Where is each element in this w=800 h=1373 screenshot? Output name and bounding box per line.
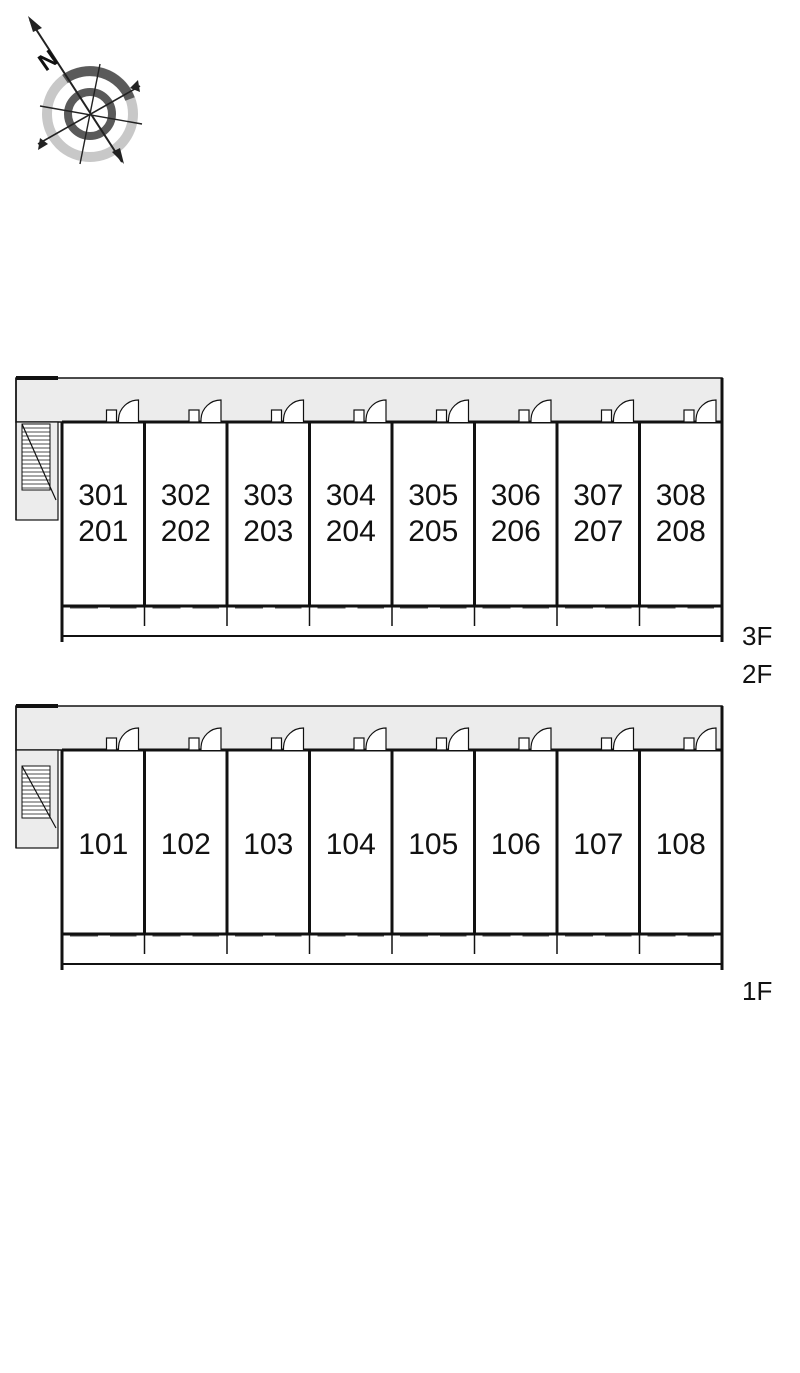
unit-number: 104 bbox=[326, 828, 376, 861]
compass-cross-arrowhead-1 bbox=[130, 80, 140, 92]
floor-label: 2F bbox=[742, 659, 772, 689]
unit-number: 105 bbox=[408, 828, 458, 861]
door-swing-icon bbox=[117, 727, 140, 750]
compass-south-arrowhead bbox=[112, 148, 124, 164]
door-swing-icon bbox=[365, 727, 387, 750]
unit-number-lower: 208 bbox=[656, 515, 706, 548]
compass-outer-ring-dark-arc bbox=[62, 66, 135, 101]
floor-label: 3F bbox=[742, 621, 772, 651]
compass-needle-cross-3 bbox=[79, 63, 101, 165]
door-swing-icon bbox=[282, 727, 305, 750]
compass-north-arrowhead bbox=[28, 16, 42, 32]
unit-number-upper: 304 bbox=[326, 479, 376, 512]
floor-label: 1F bbox=[742, 976, 772, 1006]
door-swing-icon bbox=[695, 727, 717, 750]
upper-floor-block: 3012013022023032033042043052053062063072… bbox=[15, 376, 772, 689]
unit-number: 107 bbox=[573, 828, 623, 861]
door-icon bbox=[683, 737, 695, 751]
door-swing-icon bbox=[530, 727, 552, 750]
compass-needle-main bbox=[29, 19, 123, 163]
door-icon bbox=[188, 409, 200, 423]
unit-number-upper: 301 bbox=[78, 479, 128, 512]
door-icon bbox=[105, 737, 118, 751]
unit-number-lower: 204 bbox=[326, 515, 376, 548]
door-icon bbox=[600, 737, 613, 751]
door-swing-icon bbox=[612, 727, 635, 750]
unit-number-upper: 308 bbox=[656, 479, 706, 512]
compass-cross-arrowhead-2 bbox=[38, 138, 48, 150]
door-icon bbox=[270, 737, 283, 751]
unit-number-upper: 307 bbox=[573, 479, 623, 512]
door-swing-icon bbox=[695, 399, 717, 422]
unit-number-lower: 205 bbox=[408, 515, 458, 548]
door-icon bbox=[600, 409, 613, 423]
unit-number: 106 bbox=[491, 828, 541, 861]
unit-number-lower: 206 bbox=[491, 515, 541, 548]
door-icon bbox=[683, 409, 695, 423]
compass-rose-icon: N bbox=[28, 16, 143, 165]
unit-number-lower: 207 bbox=[573, 515, 623, 548]
compass-inner-ring bbox=[64, 88, 116, 140]
unit-number: 101 bbox=[78, 828, 128, 861]
unit-number-lower: 201 bbox=[78, 515, 128, 548]
door-icon bbox=[188, 737, 200, 751]
unit-number: 103 bbox=[243, 828, 293, 861]
ground-floor-block: 101 102 103 104 105 106 107 108 1F bbox=[15, 704, 772, 1006]
unit-number-upper: 303 bbox=[243, 479, 293, 512]
door-icon bbox=[105, 409, 118, 423]
door-icon bbox=[518, 737, 530, 751]
stair-diagonal bbox=[21, 765, 57, 829]
unit-number-upper: 305 bbox=[408, 479, 458, 512]
unit-number-upper: 302 bbox=[161, 479, 211, 512]
door-icon bbox=[435, 737, 448, 751]
unit-number-lower: 203 bbox=[243, 515, 293, 548]
door-swing-icon bbox=[365, 399, 387, 422]
door-swing-icon bbox=[200, 399, 222, 422]
door-swing-icon bbox=[200, 727, 222, 750]
compass-needle-cross-2 bbox=[39, 105, 143, 125]
door-icon bbox=[270, 409, 283, 423]
door-swing-icon bbox=[447, 399, 470, 422]
door-swing-icon bbox=[447, 727, 470, 750]
door-icon bbox=[518, 409, 530, 423]
door-icon bbox=[353, 737, 365, 751]
door-swing-icon bbox=[282, 399, 305, 422]
unit-number-upper: 306 bbox=[491, 479, 541, 512]
door-icon bbox=[435, 409, 448, 423]
stair-diagonal bbox=[21, 423, 57, 501]
door-icon bbox=[353, 409, 365, 423]
unit-number: 108 bbox=[656, 828, 706, 861]
door-swing-icon bbox=[612, 399, 635, 422]
unit-number-lower: 202 bbox=[161, 515, 211, 548]
door-swing-icon bbox=[530, 399, 552, 422]
unit-number: 102 bbox=[161, 828, 211, 861]
door-swing-icon bbox=[117, 399, 140, 422]
